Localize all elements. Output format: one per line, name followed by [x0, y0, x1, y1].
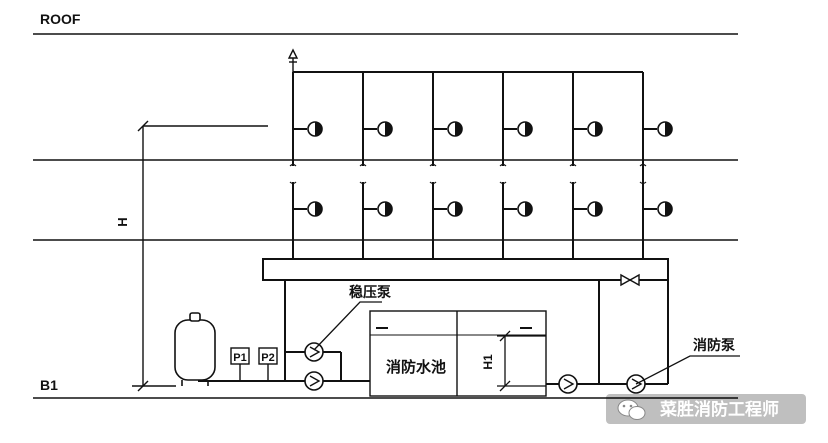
gauge-p1-box — [230, 347, 250, 365]
pump-arrow — [631, 378, 643, 390]
height-tick-top — [137, 120, 149, 132]
h1-tick-bottom — [499, 380, 511, 392]
pressure-tank-icon — [174, 312, 216, 386]
h1-label: H1 — [481, 354, 495, 370]
riser-break-upper-5 — [569, 163, 577, 167]
pump-arrow — [309, 346, 321, 358]
check-valve-icon — [598, 273, 665, 287]
sprinkler-head-fill — [315, 202, 322, 216]
pressure-pump-leader — [313, 301, 382, 351]
gauge-p2-box — [258, 347, 278, 365]
watermark: 菜胜消防工程师 — [606, 394, 806, 424]
main-supply-pipe — [262, 258, 669, 281]
h1-tick-top — [499, 330, 511, 342]
air-vent-icon — [287, 48, 299, 72]
pump-icon — [558, 374, 578, 394]
sprinkler-head-fill — [595, 122, 602, 136]
height-label: H — [115, 217, 130, 226]
water-tank-label: 消防水池 — [386, 358, 446, 376]
riser-break-upper-6 — [639, 163, 647, 167]
sprinkler-head-fill — [315, 122, 322, 136]
b1-label: B1 — [40, 377, 58, 393]
water-tank — [369, 310, 547, 397]
pressure-pump-standby — [304, 371, 324, 391]
sprinkler-head-fill — [525, 202, 532, 216]
sprinkler-head-fill — [455, 202, 462, 216]
riser-break-upper-3 — [429, 163, 437, 167]
pumps — [304, 342, 646, 394]
riser-break-upper-2 — [359, 163, 367, 167]
sprinkler-head-fill — [595, 202, 602, 216]
pressure-pump-label: 稳压泵 — [349, 284, 391, 301]
pump-arrow — [563, 378, 575, 390]
sprinkler-head-fill — [385, 122, 392, 136]
pump-icon — [304, 342, 324, 362]
gauge-p2: P2 — [258, 347, 278, 365]
sprinkler-head-fill — [385, 202, 392, 216]
gauge-p1-label: P1 — [233, 352, 246, 364]
riser-pipework — [289, 71, 673, 259]
fire-pump-leader — [635, 355, 740, 385]
watermark-shadow — [606, 394, 806, 424]
water-tank-body — [369, 310, 547, 397]
gauge-p1: P1 — [230, 347, 250, 365]
riser-break-upper-1 — [289, 163, 297, 167]
fire-pump-label: 消防泵 — [693, 337, 735, 354]
riser-break-upper-4 — [499, 163, 507, 167]
watermark-text: 菜胜消防工程师 — [659, 399, 779, 420]
pump-room-pipework — [198, 280, 669, 385]
height-tick-bottom — [137, 380, 149, 392]
wechat-icon — [617, 399, 646, 420]
sprinkler-head-fill — [665, 122, 672, 136]
sprinkler-head-fill — [455, 122, 462, 136]
leader-lines — [313, 301, 740, 385]
fire-pump-duty — [558, 374, 578, 394]
pressure-pump — [304, 342, 324, 362]
height-dimension — [132, 120, 268, 392]
h1-dimension — [497, 330, 546, 392]
gauge-p2-label: P2 — [261, 352, 274, 364]
pump-icon — [304, 371, 324, 391]
pump-arrow — [309, 375, 321, 387]
floor-lines — [33, 33, 738, 399]
sprinkler-head-fill — [665, 202, 672, 216]
roof-label: ROOF — [40, 11, 81, 27]
sprinkler-head-fill — [525, 122, 532, 136]
